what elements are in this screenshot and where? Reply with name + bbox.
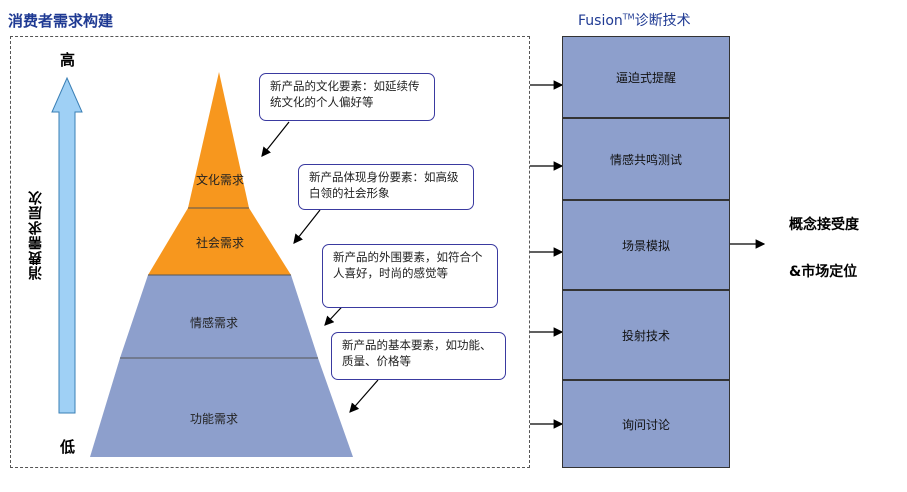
axis-high-label: 高 [60,51,76,69]
callout-function: 新产品的基本要素，如功能、质量、价格等 [331,332,506,380]
step-reminder: 逼迫式提醒 [562,36,730,118]
right-title-suffix: 诊断技术 [634,13,691,29]
pyramid-layer-emotion [120,275,318,358]
right-title-sup: TM [622,12,635,22]
axis-title: 消费需求层次 [28,190,44,280]
consumer-needs-frame [10,36,530,468]
callout-social: 新产品体现身份要素：如高级白领的社会形象 [298,164,474,210]
layer-label-social: 社会需求 [195,236,244,250]
callout-pointer [261,121,290,157]
step-scenario: 场景模拟 [562,200,730,290]
layer-label-emotion: 情感需求 [189,316,238,330]
callout-pointer [349,379,379,413]
callout-emotion: 新产品的外围要素，如符合个人喜好，时尚的感觉等 [322,244,498,308]
layer-label-culture: 文化需求 [195,173,244,187]
pyramid-layer-culture [188,72,249,208]
callout-pointer [293,209,321,244]
result-line-1: 概念接受度 [789,217,859,233]
step-inquiry: 询问讨论 [562,380,730,468]
pyramid-layer-function [90,358,353,457]
step-projective: 投射技术 [562,290,730,380]
left-title: 消费者需求构建 [8,12,114,30]
pyramid-layer-social [148,208,291,275]
right-title: FusionTM诊断技术 [578,10,691,30]
callout-culture: 新产品的文化要素：如延续传统文化的个人偏好等 [259,73,435,121]
demand-level-arrow [51,76,83,414]
right-title-main: Fusion [578,13,623,29]
layer-label-function: 功能需求 [189,412,238,426]
step-emotion-test: 情感共鸣测试 [562,118,730,200]
result-line-2: &市场定位 [789,264,858,280]
axis-low-label: 低 [60,438,76,456]
